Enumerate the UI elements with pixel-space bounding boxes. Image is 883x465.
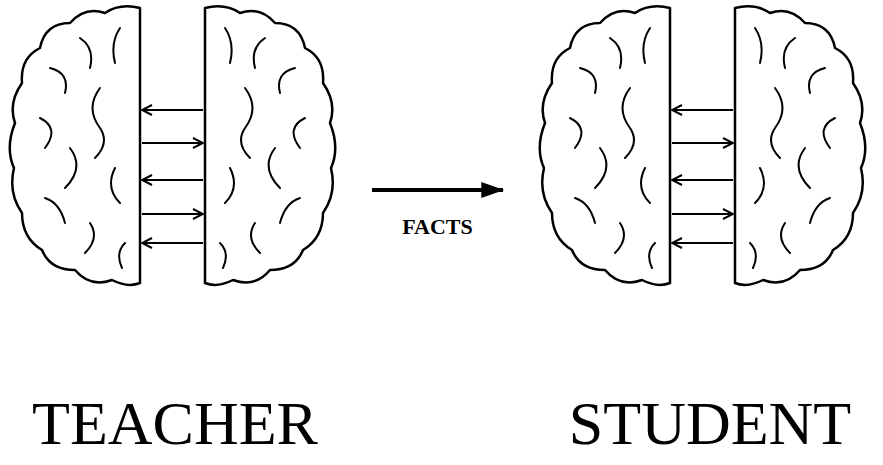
transfer-arrow: [372, 188, 503, 192]
brain-figure: STUDENT: [505, 0, 883, 465]
figure-caption: STUDENT: [569, 392, 851, 454]
brain-figure: TEACHER: [0, 0, 370, 465]
teacher-brain: [10, 6, 336, 285]
figure-caption: TEACHER: [32, 392, 318, 454]
student-brain: [540, 6, 866, 285]
arrow-label: FACTS: [402, 216, 473, 238]
